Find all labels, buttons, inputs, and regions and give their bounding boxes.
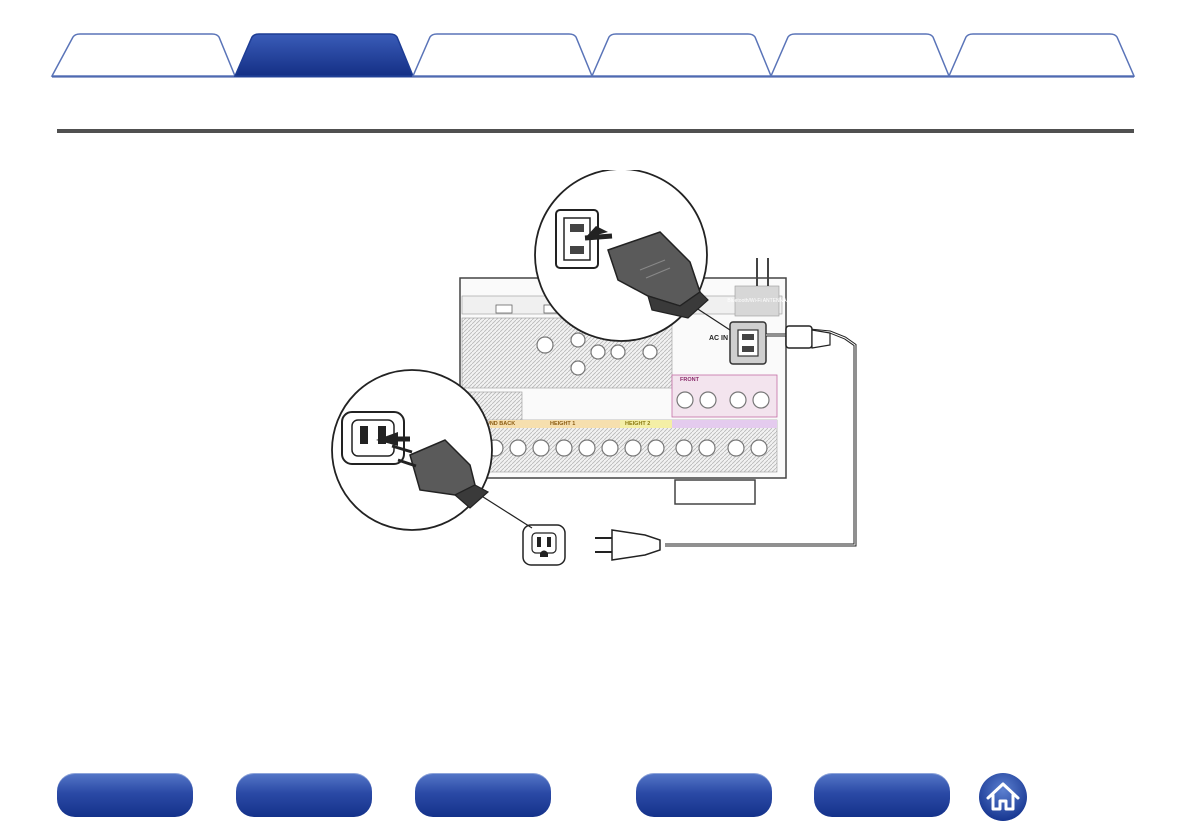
home-button[interactable] (978, 772, 1028, 822)
nav-button-3[interactable] (415, 773, 551, 817)
ac-in-label: AC IN (709, 335, 728, 342)
tab-1[interactable] (52, 34, 235, 76)
tab-bar (0, 0, 1191, 80)
height-2-label: HEIGHT 2 (625, 421, 650, 427)
zoom-inlet-detail (535, 170, 708, 341)
power-plug (595, 530, 660, 560)
wall-outlet (523, 525, 565, 565)
power-cord-connection-diagram: Bluetooth/Wi-Fi ANTENNA SURROUND BACK HE… (320, 170, 880, 590)
nav-button-1[interactable] (57, 773, 193, 817)
bluetooth-label: Bluetooth/Wi-Fi ANTENNA (727, 298, 787, 304)
nav-button-5[interactable] (814, 773, 950, 817)
nav-button-4[interactable] (636, 773, 772, 817)
cord-connector (786, 326, 812, 348)
tab-4[interactable] (592, 34, 771, 76)
zoom-outlet-detail (332, 370, 492, 530)
tab-2[interactable] (235, 34, 413, 76)
height-1-label: HEIGHT 1 (550, 421, 575, 427)
tab-3[interactable] (413, 34, 592, 76)
nav-button-2[interactable] (236, 773, 372, 817)
front-label: FRONT (680, 377, 700, 383)
tab-6[interactable] (949, 34, 1134, 76)
section-divider (57, 129, 1134, 133)
tab-5[interactable] (771, 34, 949, 76)
